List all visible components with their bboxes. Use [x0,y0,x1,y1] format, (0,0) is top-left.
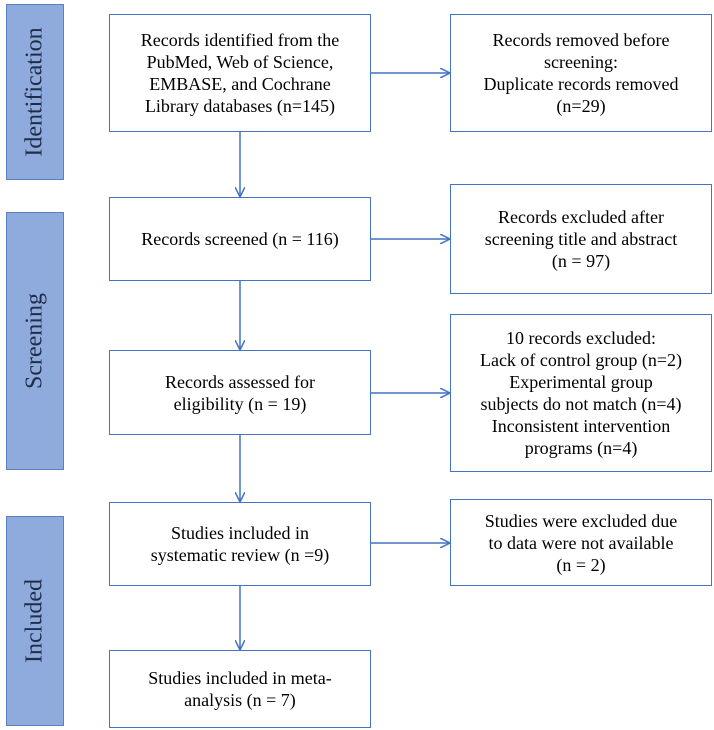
assessed-eligibility-box: Records assessed for eligibility (n = 19… [109,350,371,435]
phase-screening: Screening [6,212,64,470]
included-meta-analysis-text: Studies included in meta- analysis (n = … [148,668,332,710]
records-screened-text: Records screened (n = 116) [141,229,339,249]
excluded-data-unavailable-text: Studies were excluded due to data were n… [484,510,678,575]
records-identified-box: Records identified from the PubMed, Web … [109,14,371,132]
removed-before-screening-box: Records removed before screening: Duplic… [450,14,712,132]
phase-included: Included [6,516,64,726]
removed-before-screening-text: Records removed before screening: Duplic… [483,30,679,116]
phase-identification: Identification [6,4,64,180]
excluded-reasons-box: 10 records excluded: Lack of control gro… [450,314,712,472]
excluded-after-screening-text: Records excluded after screening title a… [484,207,678,271]
excluded-reasons-text: 10 records excluded: Lack of control gro… [479,328,683,458]
excluded-data-unavailable-box: Studies were excluded due to data were n… [450,499,712,586]
assessed-eligibility-text: Records assessed for eligibility (n = 19… [165,371,315,414]
records-screened-box: Records screened (n = 116) [109,197,371,281]
included-systematic-review-box: Studies included in systematic review (n… [109,502,371,586]
records-identified-text: Records identified from the PubMed, Web … [140,30,340,116]
included-meta-analysis-box: Studies included in meta- analysis (n = … [109,650,371,728]
included-systematic-review-text: Studies included in systematic review (n… [150,523,330,565]
excluded-after-screening-box: Records excluded after screening title a… [450,184,712,294]
